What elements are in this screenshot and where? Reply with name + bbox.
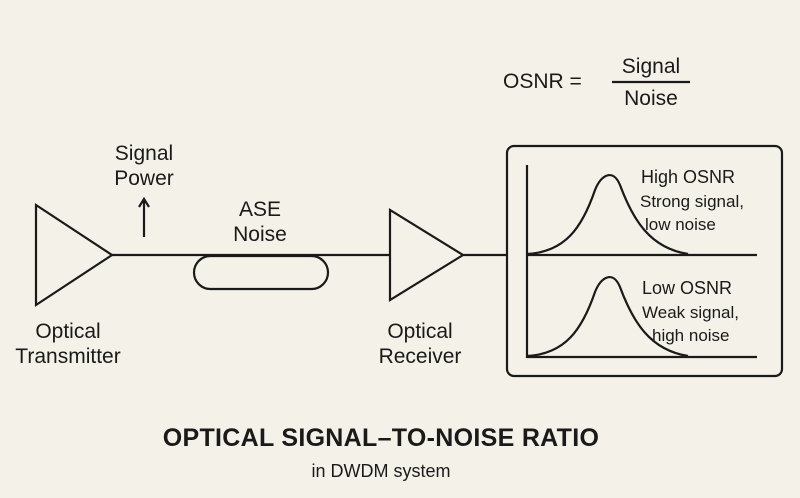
transmitter-triangle-icon	[34, 202, 115, 308]
arrow-up-icon	[138, 196, 150, 237]
formula-denominator: Noise	[624, 87, 678, 110]
receiver-label-2: Receiver	[379, 345, 462, 368]
signal-power-label-1: Signal	[115, 142, 173, 165]
high-osnr-desc-1: Strong signal,	[640, 192, 744, 211]
low-osnr-title: Low OSNR	[642, 278, 732, 298]
formula-lhs: OSNR =	[503, 70, 582, 93]
ase-amplifier-capsule-icon	[192, 254, 330, 291]
transmitter-label-1: Optical	[35, 320, 100, 343]
high-osnr-title: High OSNR	[641, 167, 735, 187]
low-osnr-peak	[526, 276, 689, 358]
receiver-label-1: Optical	[387, 320, 452, 343]
high-osnr-peak	[526, 174, 689, 256]
receiver-triangle-icon	[388, 208, 466, 302]
formula-numerator: Signal	[622, 55, 680, 78]
transmitter-label-2: Transmitter	[15, 345, 120, 368]
osnr-formula: OSNR = Signal Noise	[503, 55, 690, 110]
high-osnr-desc-2: low noise	[645, 215, 716, 234]
ase-label-1: ASE	[239, 198, 281, 221]
signal-power-label-2: Power	[114, 167, 174, 190]
diagram-title: OPTICAL SIGNAL–TO-NOISE RATIO	[163, 424, 600, 452]
ase-label-2: Noise	[233, 223, 287, 246]
spectrum-panel: High OSNR Strong signal, low noise Low O…	[505, 144, 784, 378]
low-osnr-desc-1: Weak signal,	[642, 303, 739, 322]
low-osnr-desc-2: high noise	[652, 326, 730, 345]
diagram-subtitle: in DWDM system	[312, 461, 451, 481]
